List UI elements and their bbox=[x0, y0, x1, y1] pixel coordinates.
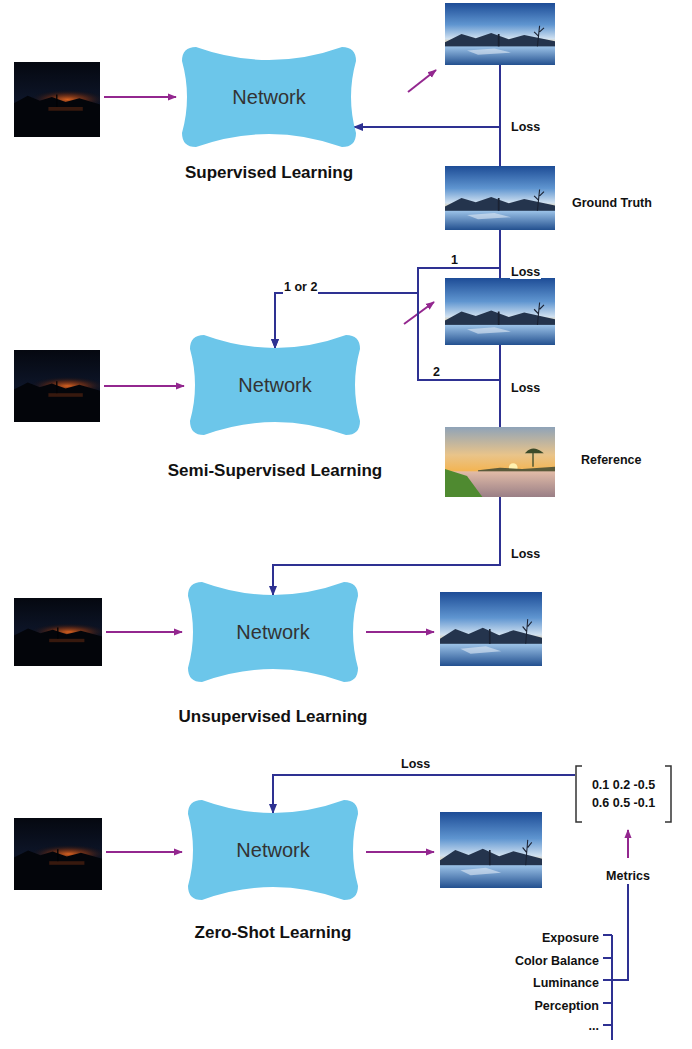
metric-item: ... bbox=[588, 1019, 600, 1033]
reference-image bbox=[445, 427, 555, 497]
flow-arrow bbox=[408, 70, 436, 92]
network-box: NetworkZero-Shot Learning bbox=[188, 800, 358, 900]
label-holder: Ground Truth bbox=[572, 196, 652, 210]
label-holder: Exposure bbox=[541, 928, 600, 946]
edge-label-holder: 2 bbox=[432, 365, 441, 379]
flow-arrow bbox=[106, 851, 182, 853]
metric-item: Color Balance bbox=[514, 954, 600, 968]
image-caption: Reference bbox=[581, 453, 641, 467]
learning-heading: Zero-Shot Learning bbox=[195, 923, 352, 943]
network-label: Network bbox=[236, 839, 309, 862]
network-label: Network bbox=[238, 374, 311, 397]
loss-connector bbox=[275, 230, 500, 348]
metric-item: Luminance bbox=[532, 976, 600, 990]
output-image bbox=[440, 812, 542, 888]
matrix-brackets bbox=[575, 765, 672, 823]
metric-item: Exposure bbox=[541, 931, 600, 945]
ground-truth-box: Ground Truth bbox=[445, 166, 555, 230]
output-image bbox=[445, 3, 555, 65]
network-outline bbox=[188, 800, 358, 900]
network-outline bbox=[182, 47, 356, 147]
flow-arrow bbox=[104, 385, 184, 387]
heading-holder: Zero-Shot Learning bbox=[68, 923, 478, 943]
label-holder: Color Balance bbox=[514, 951, 600, 969]
learning-heading: Semi-Supervised Learning bbox=[168, 461, 382, 481]
heading-holder: Semi-Supervised Learning bbox=[70, 461, 480, 481]
edge-label-holder: Loss bbox=[510, 547, 541, 561]
metrics-ticks bbox=[603, 935, 612, 1025]
network-outline bbox=[190, 335, 360, 435]
input-image bbox=[14, 350, 100, 422]
matrix-row: 0.1 0.2 -0.5 bbox=[592, 778, 655, 792]
loss-line bbox=[499, 65, 501, 127]
metrics-line bbox=[612, 884, 628, 980]
bracket bbox=[576, 766, 671, 822]
network-label: Network bbox=[236, 621, 309, 644]
edge-label: 2 bbox=[432, 365, 441, 379]
learning-heading: Unsupervised Learning bbox=[179, 707, 368, 727]
label-holder: Reference bbox=[581, 453, 641, 467]
label-holder: Luminance bbox=[532, 973, 600, 991]
edge-label: Loss bbox=[400, 757, 431, 771]
loss-label: Loss bbox=[510, 265, 541, 279]
metrics-label: Metrics bbox=[605, 869, 651, 883]
branch-label: 1 or 2 bbox=[283, 280, 318, 294]
heading-holder: Supervised Learning bbox=[62, 163, 476, 183]
network-label: Network bbox=[232, 86, 305, 109]
edge-label-holder: 1 bbox=[450, 253, 459, 267]
flow-arrow bbox=[106, 631, 182, 633]
loss-connector bbox=[273, 497, 500, 595]
flow-arrow bbox=[366, 631, 434, 633]
flow-arrow bbox=[366, 851, 434, 853]
edge-label-holder: Loss bbox=[510, 120, 541, 134]
network-box: NetworkSupervised Learning bbox=[182, 47, 356, 147]
label-holder: Loss bbox=[510, 378, 541, 396]
label-holder: 1 or 2 bbox=[283, 277, 318, 295]
network-box: NetworkUnsupervised Learning bbox=[188, 582, 358, 682]
metric-matrix: 0.1 0.2 -0.5 0.6 0.5 -0.1 bbox=[575, 765, 672, 823]
input-image bbox=[14, 598, 102, 666]
loss-line bbox=[499, 345, 501, 380]
loss-label: Loss bbox=[510, 381, 541, 395]
learning-heading: Supervised Learning bbox=[185, 163, 353, 183]
heading-holder: Unsupervised Learning bbox=[68, 707, 478, 727]
loss-connector bbox=[354, 127, 500, 166]
label-holder: Perception bbox=[533, 996, 600, 1014]
loss-line bbox=[499, 268, 501, 278]
edge-label: 1 bbox=[450, 253, 459, 267]
flow-arrow bbox=[627, 830, 629, 858]
output-image bbox=[440, 592, 542, 666]
network-outline bbox=[188, 582, 358, 682]
label-holder: Metrics bbox=[528, 866, 692, 884]
image-caption: Ground Truth bbox=[572, 196, 652, 210]
metric-item: Perception bbox=[533, 999, 600, 1013]
edge-label-holder: Loss bbox=[400, 757, 431, 771]
input-image bbox=[14, 818, 102, 890]
edge-label: Loss bbox=[510, 547, 541, 561]
output-image bbox=[445, 278, 555, 345]
matrix-row: 0.6 0.5 -0.1 bbox=[592, 796, 655, 810]
flow-arrow bbox=[104, 96, 176, 98]
reference-box: Reference bbox=[445, 427, 555, 497]
network-box: NetworkSemi-Supervised Learning bbox=[190, 335, 360, 435]
edge-label: Loss bbox=[510, 120, 541, 134]
input-image bbox=[14, 62, 100, 137]
label-holder: ... bbox=[588, 1016, 600, 1034]
loss-connector bbox=[273, 775, 575, 813]
ground-truth-image bbox=[445, 166, 555, 230]
label-holder: Loss bbox=[510, 262, 541, 280]
